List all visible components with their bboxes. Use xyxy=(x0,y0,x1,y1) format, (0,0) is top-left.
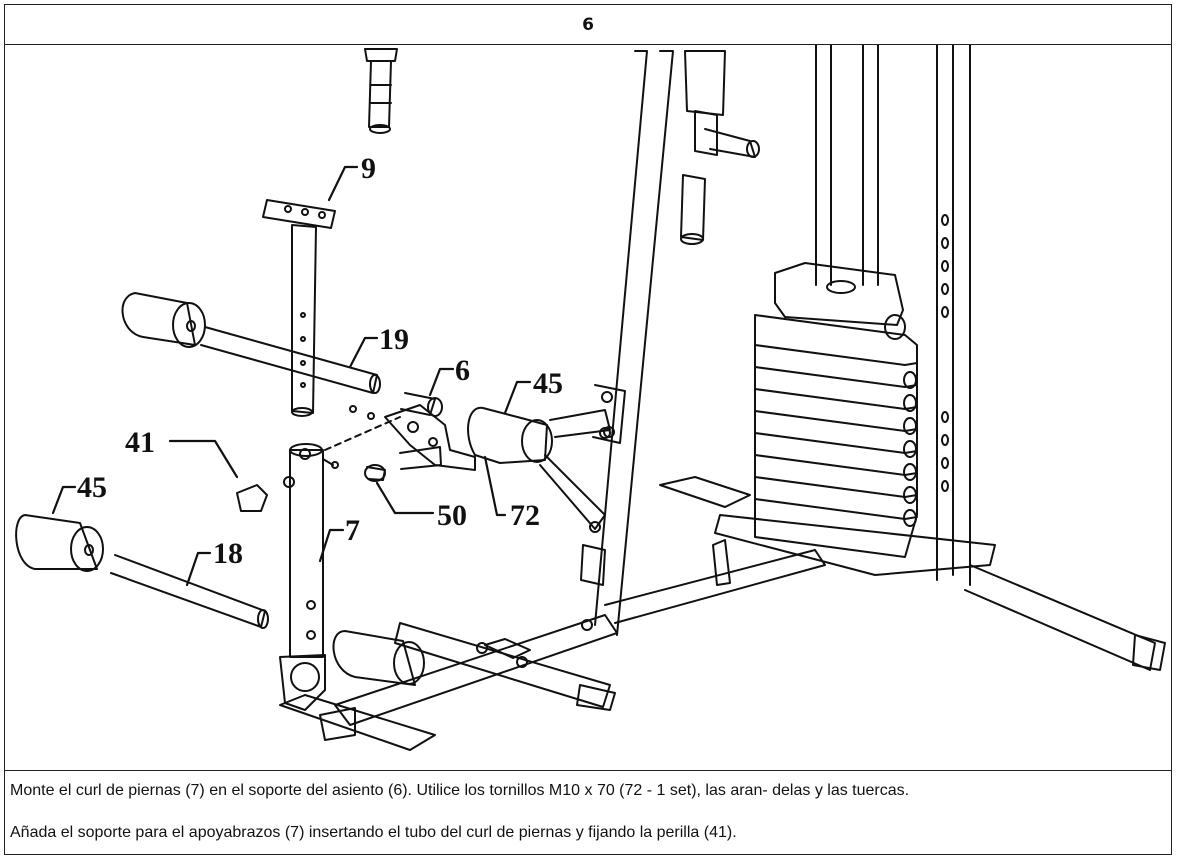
front-upright xyxy=(364,48,760,636)
step-number: 6 xyxy=(582,14,594,35)
assembly-drawing: 9 19 6 45 41 45 18 7 50 72 xyxy=(15,45,1166,751)
floor-base xyxy=(279,614,618,751)
callout-6: 6 xyxy=(455,354,470,387)
weight-stack xyxy=(754,314,918,558)
instruction-line-2: Añada el soporte para el apoyabrazos (7)… xyxy=(10,824,737,841)
callout-72: 72 xyxy=(510,499,540,532)
callout-leaders xyxy=(51,165,532,587)
instruction-line-1: Monte el curl de piernas (7) en el sopor… xyxy=(10,782,910,799)
callout-7: 7 xyxy=(345,514,360,547)
callout-41: 41 xyxy=(125,426,155,459)
instruction-step-panel: 6 xyxy=(4,4,1172,855)
callout-45-lower: 45 xyxy=(77,471,107,504)
callout-labels: 9 19 6 45 41 45 18 7 50 72 xyxy=(77,152,563,570)
callout-9: 9 xyxy=(361,152,376,185)
callout-50: 50 xyxy=(437,499,467,532)
upright-holes xyxy=(941,214,949,492)
callout-19: 19 xyxy=(379,323,409,356)
leg-curl-assembly xyxy=(15,199,615,711)
callout-18: 18 xyxy=(213,537,243,570)
machine-frame xyxy=(604,45,1166,671)
step-number-header: 6 xyxy=(5,5,1171,45)
assembly-diagram: 9 19 6 45 41 45 18 7 50 72 xyxy=(5,45,1171,771)
callout-45-upper: 45 xyxy=(533,367,563,400)
